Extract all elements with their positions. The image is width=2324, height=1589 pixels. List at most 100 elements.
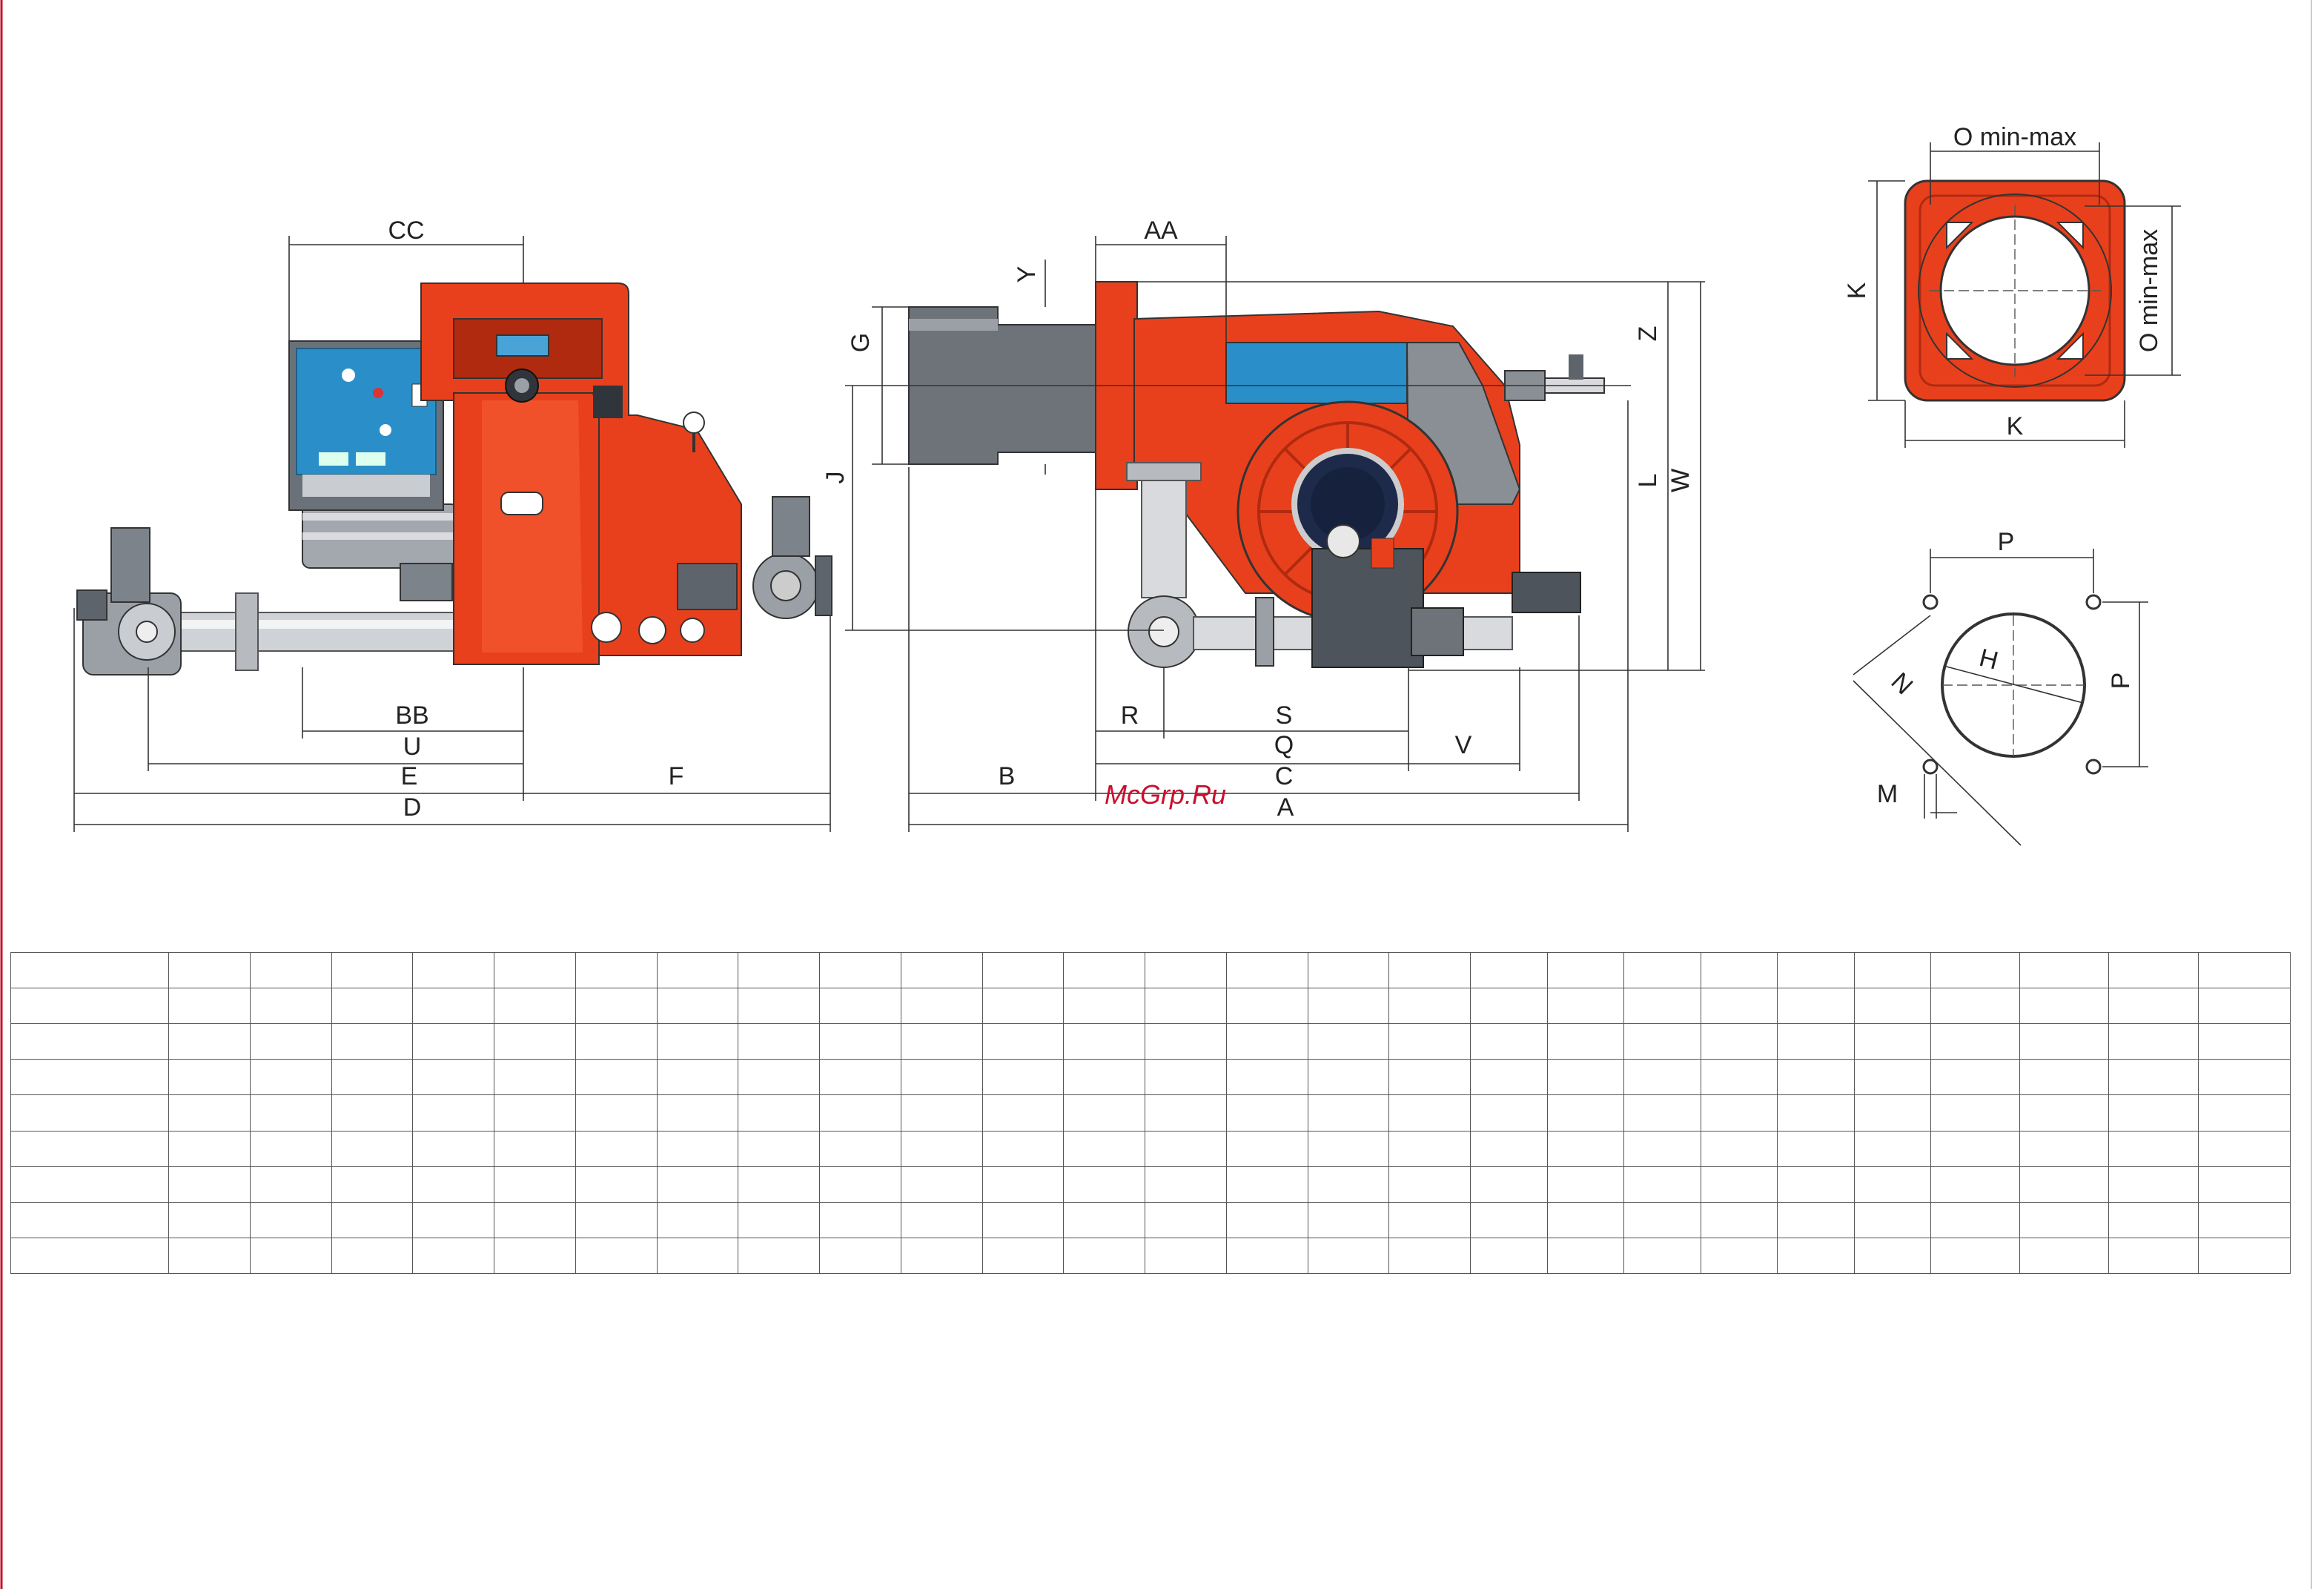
dim-label-s: S xyxy=(1276,701,1293,730)
table-cell xyxy=(412,1094,495,1132)
table-cell xyxy=(2108,1166,2199,1203)
table-cell xyxy=(2108,988,2199,1025)
table-cell xyxy=(575,1130,658,1167)
table-row xyxy=(10,951,2291,989)
table-cell xyxy=(1063,1237,1146,1275)
table-cell xyxy=(1930,1130,2021,1167)
dim-label-m: M xyxy=(1877,780,1898,808)
watermark: McGrp.Ru xyxy=(1105,779,1226,810)
table-cell xyxy=(981,988,1065,1025)
table-cell xyxy=(900,1094,983,1132)
table-cell xyxy=(250,1130,332,1167)
table-cell xyxy=(738,951,821,989)
hole-pattern-dimensions xyxy=(1853,549,2148,846)
table-cell xyxy=(168,951,251,989)
table-cell xyxy=(1307,951,1390,989)
table-cell xyxy=(250,988,332,1025)
table-cell xyxy=(494,1130,576,1167)
table-cell xyxy=(168,988,251,1025)
table-cell xyxy=(575,1237,658,1275)
table-cell xyxy=(1225,1094,1308,1132)
table-cell xyxy=(331,1166,414,1203)
table-cell xyxy=(1145,1201,1227,1238)
table-cell xyxy=(738,1130,821,1167)
table-cell xyxy=(1063,1166,1146,1203)
table-cell xyxy=(1546,1130,1625,1167)
table-cell xyxy=(1930,1237,2021,1275)
table-cell xyxy=(2019,988,2110,1025)
table-cell xyxy=(1623,1023,1701,1060)
mounting-flange-view xyxy=(1904,179,2126,402)
table-cell xyxy=(819,1130,901,1167)
table-cell xyxy=(2019,951,2110,989)
table-cell xyxy=(1388,1201,1471,1238)
table-cell xyxy=(2108,1059,2199,1096)
dim-label-n: N xyxy=(1886,667,1919,700)
table-cell xyxy=(1388,1130,1471,1167)
table-cell xyxy=(2019,1059,2110,1096)
table-cell xyxy=(1623,1201,1701,1238)
dim-label-cc: CC xyxy=(388,217,424,245)
table-cell xyxy=(2197,1237,2291,1275)
table-cell xyxy=(412,1201,495,1238)
table-cell xyxy=(2108,1237,2199,1275)
table-cell xyxy=(1225,1201,1308,1238)
burner-front-view xyxy=(76,283,832,675)
table-cell xyxy=(900,1130,983,1167)
table-cell xyxy=(2019,1023,2110,1060)
table-cell xyxy=(10,1094,170,1132)
dim-label-b: B xyxy=(999,762,1016,790)
table-cell xyxy=(1470,1237,1548,1275)
table-cell xyxy=(575,1094,658,1132)
table-cell xyxy=(494,1166,576,1203)
table-cell xyxy=(1145,1094,1227,1132)
table-cell xyxy=(1470,951,1548,989)
table-cell xyxy=(575,988,658,1025)
table-cell xyxy=(656,1023,739,1060)
table-cell xyxy=(412,1130,495,1167)
table-cell xyxy=(250,1094,332,1132)
table-cell xyxy=(1546,1094,1625,1132)
dim-label-y: Y xyxy=(1013,266,1041,283)
table-cell xyxy=(168,1059,251,1096)
table-cell xyxy=(1700,1166,1778,1203)
table-cell xyxy=(1063,1094,1146,1132)
dimensions-table xyxy=(10,951,2291,1275)
dim-label-g: G xyxy=(847,333,875,352)
table-cell xyxy=(1470,1166,1548,1203)
table-cell xyxy=(656,1130,739,1167)
table-cell xyxy=(250,951,332,989)
table-cell xyxy=(1546,1023,1625,1060)
dim-label-bb: BB xyxy=(395,701,428,730)
table-cell xyxy=(1623,951,1701,989)
table-cell xyxy=(1388,1023,1471,1060)
table-cell xyxy=(900,951,983,989)
table-cell xyxy=(1470,1059,1548,1096)
table-cell xyxy=(412,1237,495,1275)
table-cell xyxy=(1777,1166,1855,1203)
table-cell xyxy=(1623,1130,1701,1167)
table-cell xyxy=(1930,988,2021,1025)
table-cell xyxy=(2197,1130,2291,1167)
table-cell xyxy=(1388,1059,1471,1096)
table-cell xyxy=(1145,951,1227,989)
table-cell xyxy=(2019,1237,2110,1275)
table-row xyxy=(10,1130,2291,1167)
table-cell xyxy=(1546,988,1625,1025)
table-cell xyxy=(1623,1094,1701,1132)
table-cell xyxy=(1700,1130,1778,1167)
table-cell xyxy=(2197,988,2291,1025)
table-cell xyxy=(1388,1094,1471,1132)
table-cell xyxy=(1930,1023,2021,1060)
table-cell xyxy=(1853,951,1932,989)
table-cell xyxy=(1777,1201,1855,1238)
table-cell xyxy=(10,1237,170,1275)
table-cell xyxy=(1930,1094,2021,1132)
table-cell xyxy=(981,1201,1065,1238)
table-cell xyxy=(819,1201,901,1238)
table-cell xyxy=(1700,1023,1778,1060)
table-cell xyxy=(1777,1023,1855,1060)
table-cell xyxy=(819,988,901,1025)
table-row xyxy=(10,1237,2291,1275)
table-cell xyxy=(738,1166,821,1203)
